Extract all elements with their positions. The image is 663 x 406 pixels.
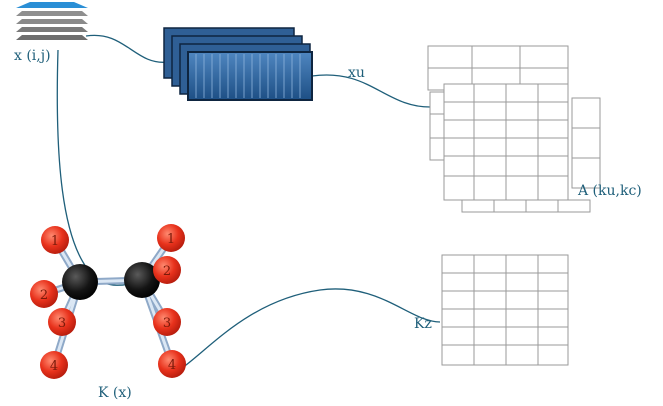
- atom-right-4: 4: [158, 350, 186, 378]
- matrix-kz: [441, 254, 569, 366]
- label-x: x (i,j): [14, 48, 51, 64]
- wire-x-to-xu: [85, 34, 169, 63]
- atom-right-1: 1: [157, 224, 185, 252]
- atom-right-3-label: 3: [163, 316, 171, 331]
- label-a: A (ku,kc): [577, 183, 642, 199]
- atom-right-1-label: 1: [167, 232, 175, 247]
- atom-carbon-right: [124, 262, 160, 298]
- label-kx: K (x): [98, 385, 132, 401]
- feature-map-front: [187, 51, 313, 101]
- atom-right-2-label: 2: [163, 264, 171, 279]
- atom-carbon-left: [62, 264, 98, 300]
- wire-xu-to-a: [311, 74, 433, 108]
- atom-left-1: 1: [41, 226, 69, 254]
- atom-left-3: 3: [48, 308, 76, 336]
- label-kz: Kz: [414, 316, 432, 332]
- wires: [56, 34, 441, 369]
- atom-left-4: 4: [40, 351, 68, 379]
- atom-right-4-label: 4: [168, 358, 176, 373]
- atom-left-4-label: 4: [50, 359, 58, 374]
- atom-right-2: 2: [153, 256, 181, 284]
- atom-left-3-label: 3: [58, 316, 66, 331]
- matrix-a: [427, 45, 601, 213]
- atom-right-3: 3: [153, 308, 181, 336]
- molecule: 1 2 3 4 1 2 3 4: [30, 224, 186, 379]
- feature-map-stack: [163, 27, 313, 101]
- wire-x-to-molecule: [56, 49, 139, 286]
- atom-left-2: 2: [30, 280, 58, 308]
- bonds: [40, 234, 176, 369]
- atom-left-2-label: 2: [40, 288, 48, 303]
- layer-stack-icon: [16, 2, 88, 40]
- wire-molecule-to-kz: [181, 288, 441, 369]
- label-xu: xu: [348, 65, 365, 81]
- atom-left-1-label: 1: [51, 234, 59, 249]
